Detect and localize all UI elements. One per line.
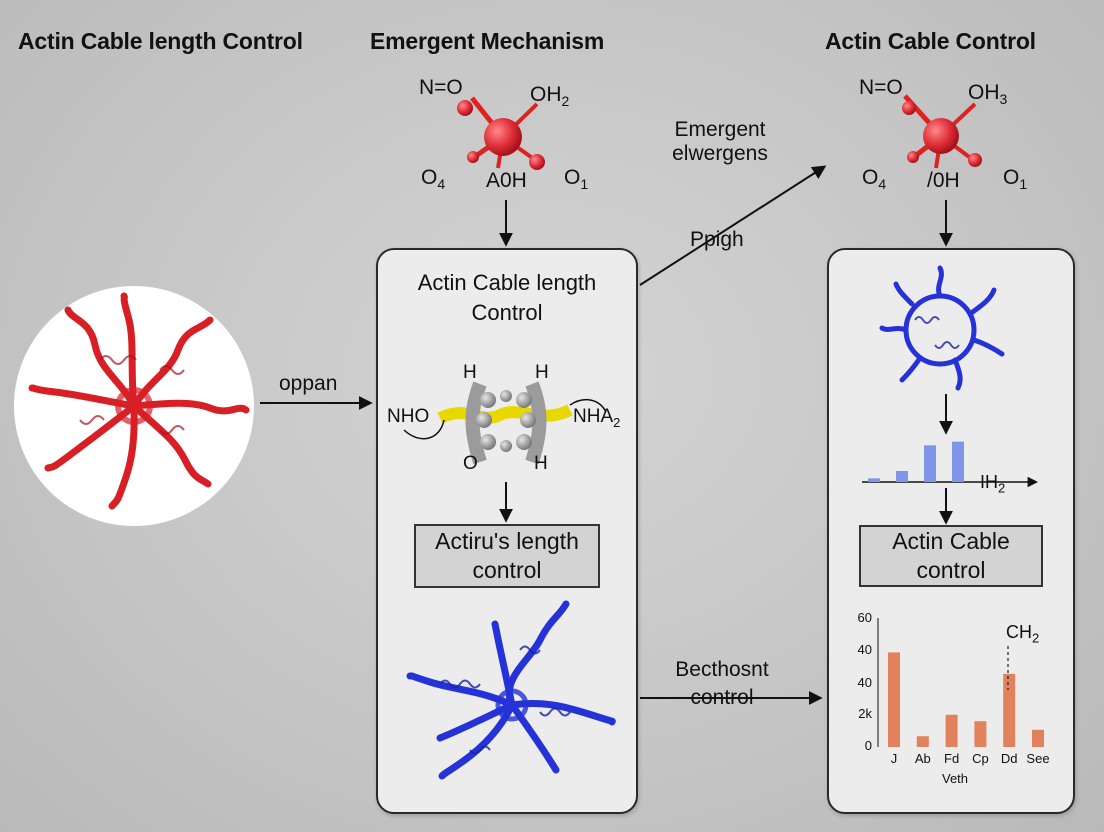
ring-label-h1: H <box>463 362 477 383</box>
mol-left-top-left: N=O <box>419 76 463 99</box>
ring-label-o: O <box>463 453 478 474</box>
x-tick-label: See <box>1026 751 1050 766</box>
bar-Dd <box>1003 673 1016 747</box>
y-tick-label: 40 <box>857 642 872 657</box>
bar-J <box>888 652 900 747</box>
blue-protein-large <box>406 600 616 780</box>
y-tick-label: 2k <box>858 706 872 721</box>
y-tick-label: 60 <box>857 610 872 625</box>
small-bar-3 <box>952 441 964 482</box>
mol-left-bottom-left: O4 <box>421 166 446 193</box>
small-bar-2 <box>924 445 936 482</box>
label-diagonal-top: Emergent elwergens <box>672 118 768 165</box>
x-tick-label: Cp <box>972 751 989 766</box>
small-axis-label: IH2 <box>980 472 1006 496</box>
red-protein <box>28 292 250 510</box>
bar-Ab <box>916 736 929 747</box>
ring-label-right: NHA2 <box>573 406 621 430</box>
ring-label-left: NHO <box>387 406 430 427</box>
ring-label-h3: H <box>534 453 548 474</box>
label-left-arrow: oppan <box>279 372 338 395</box>
mol-left-bottom-mid: A0H <box>486 169 527 192</box>
middle-panel-title: Actin Cable length Control <box>417 270 597 325</box>
small-bar-1 <box>896 471 908 482</box>
chart-annotation: CH2 <box>1006 622 1040 646</box>
x-tick-label: J <box>890 751 898 766</box>
mol-right-bottom-left: O4 <box>862 166 887 193</box>
x-tick-label: Dd <box>1000 751 1018 766</box>
bar-Fd <box>945 714 958 747</box>
small-histogram <box>862 441 1039 488</box>
mol-right-top-left: N=O <box>859 76 903 99</box>
bar-Cp <box>974 721 987 747</box>
heading-right: Actin Cable Control <box>825 28 1036 54</box>
ring-structure <box>403 381 607 465</box>
chart-x-label: Veth <box>942 771 969 786</box>
bar-chart <box>877 618 1044 747</box>
bar-See <box>1032 729 1044 747</box>
y-tick-label: 0 <box>864 738 872 753</box>
small-bar-0 <box>868 478 880 482</box>
molecule-right <box>902 94 982 169</box>
middle-control-box: Actiru's length control <box>414 524 600 588</box>
molecule-left <box>457 96 545 170</box>
label-diagonal-mid: Ppigh <box>690 228 744 251</box>
mol-left-top-right: OH2 <box>530 83 570 110</box>
heading-middle: Emergent Mechanism <box>370 28 605 54</box>
arrow-diagonal <box>639 165 827 286</box>
label-bottom-arrow: Becthosnt control <box>675 658 769 709</box>
ring-label-h2: H <box>535 362 549 383</box>
y-tick-label: 40 <box>857 675 872 690</box>
x-tick-label: Fd <box>944 751 960 766</box>
blue-protein-small <box>879 265 1005 391</box>
mol-left-bottom-right: O1 <box>564 166 589 193</box>
x-tick-label: Ab <box>914 751 931 766</box>
right-control-box: Actin Cable control <box>859 525 1043 587</box>
heading-left: Actin Cable length Control <box>18 28 303 54</box>
mol-right-bottom-right: O1 <box>1003 166 1028 193</box>
mol-right-bottom-mid: /0H <box>927 169 960 192</box>
mol-right-top-right: OH3 <box>968 81 1008 108</box>
